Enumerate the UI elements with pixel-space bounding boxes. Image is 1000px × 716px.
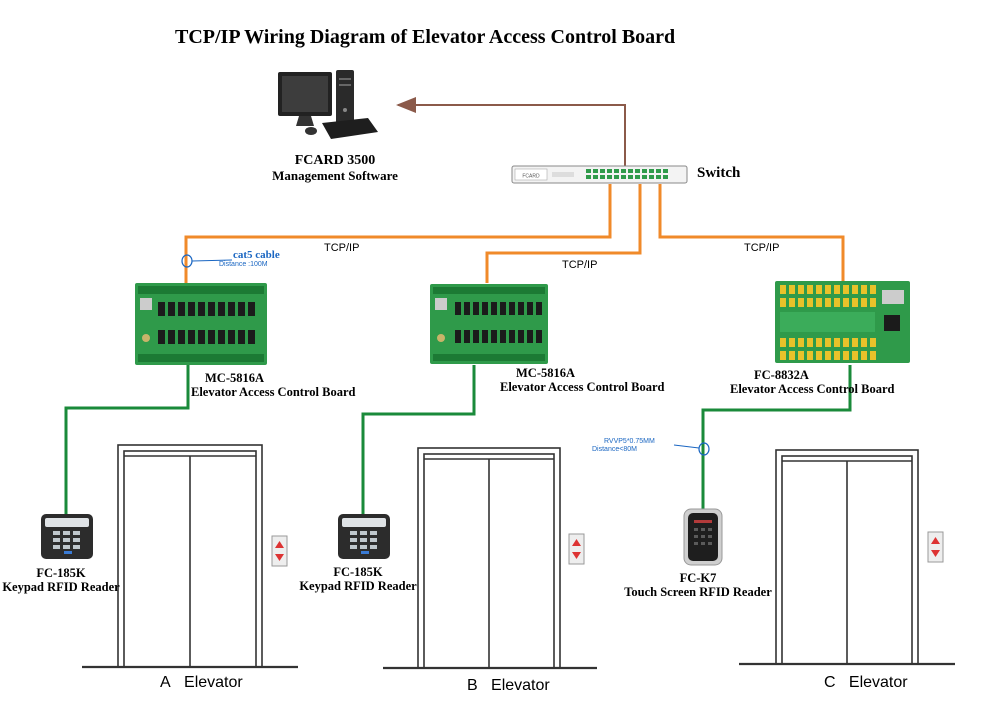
elevator-a-icon (82, 444, 298, 669)
wire-pointer (673, 444, 700, 449)
cable-distance: Distance :100M (219, 261, 268, 268)
reader-c-desc: Touch Screen RFID Reader (624, 585, 772, 600)
reader-line-b (361, 365, 476, 515)
wire-label: RVVP5*0.75MM (604, 438, 655, 445)
wire-distance: Distance<80M (592, 446, 637, 453)
elevator-a-text: Elevator (184, 674, 243, 691)
reader-b-desc: Keypad RFID Reader (299, 579, 417, 594)
board-a-model: MC-5816A (205, 371, 265, 385)
software-desc: Management Software (272, 168, 398, 184)
ethernet-line-c (658, 184, 845, 281)
network-switch-icon: FCARD (511, 165, 688, 184)
call-button-c-icon (927, 531, 944, 563)
board-a-desc: Elevator Access Control Board (191, 385, 356, 400)
reader-c-model: FC-K7 (679, 571, 717, 585)
elevator-c-text: Elevator (848, 674, 908, 691)
cable-pointer (191, 259, 233, 262)
reader-a-model: FC-185K (36, 566, 86, 580)
board-b-model: MC-5816A (516, 366, 576, 380)
elevator-c-label: C Elevator (824, 674, 908, 692)
elevator-a-letter: A (160, 674, 171, 691)
cable-label: cat5 cable (233, 249, 280, 261)
uplink-line (396, 97, 626, 168)
software-label: FCARD 3500 Management Software (245, 153, 425, 184)
elevator-b-label: B Elevator (467, 677, 550, 695)
keypad-reader-b-icon (338, 514, 390, 559)
elevator-c-letter: C (824, 674, 836, 691)
elevator-c-icon (739, 449, 955, 666)
touch-reader-c-icon (683, 508, 723, 566)
ethernet-line-a (184, 184, 612, 283)
tcpip-label-left: TCP/IP (324, 242, 360, 254)
controller-board-b (430, 284, 548, 364)
software-name: FCARD 3500 (294, 153, 376, 168)
switch-faceplate-text: FCARD (522, 174, 540, 180)
board-c-label: FC-8832A Elevator Access Control Board (730, 368, 894, 397)
elevator-b-text: Elevator (491, 677, 550, 694)
elevator-a-label: A Elevator (160, 674, 243, 692)
tcpip-label-middle: TCP/IP (562, 259, 598, 271)
controller-board-c (775, 281, 910, 363)
keypad-reader-a-icon (41, 514, 93, 559)
call-button-b-icon (568, 533, 585, 565)
switch-label: Switch (697, 165, 741, 181)
elevator-b-letter: B (467, 677, 478, 694)
computer-icon (278, 70, 378, 139)
board-b-label: MC-5816A Elevator Access Control Board (500, 366, 664, 395)
controller-board-a (135, 283, 267, 365)
reader-b-model: FC-185K (333, 565, 383, 579)
board-b-desc: Elevator Access Control Board (500, 380, 665, 395)
reader-c-label: FC-K7 Touch Screen RFID Reader (618, 571, 778, 600)
reader-a-desc: Keypad RFID Reader (2, 580, 120, 595)
reader-line-a (64, 365, 190, 515)
ethernet-line-b (485, 184, 642, 283)
elevator-b-icon (383, 447, 597, 670)
tcpip-label-right: TCP/IP (744, 242, 780, 254)
board-c-model: FC-8832A (754, 368, 809, 382)
reader-b-label: FC-185K Keypad RFID Reader (297, 565, 419, 594)
page-title: TCP/IP Wiring Diagram of Elevator Access… (175, 26, 676, 48)
call-button-a-icon (271, 535, 288, 567)
board-a-label: MC-5816A Elevator Access Control Board (175, 371, 375, 400)
wire-marker (698, 442, 710, 456)
reader-line-c (701, 365, 852, 510)
reader-a-label: FC-185K Keypad RFID Reader (0, 566, 122, 595)
board-c-desc: Elevator Access Control Board (730, 382, 895, 397)
